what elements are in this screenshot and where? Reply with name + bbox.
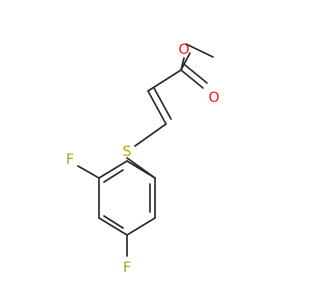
ring-double-inner-2 (103, 215, 124, 229)
atom-fluorine-ortho: F (66, 152, 74, 168)
bond-alkene-b (153, 87, 172, 120)
bond-alkene-a (147, 90, 167, 125)
ring-double-inner-3 (103, 169, 124, 183)
bond-layer (77, 43, 214, 257)
bond-methyl-oxygen (185, 43, 214, 58)
bond-carbonyl-double-a (180, 69, 204, 89)
bond-alkene-sulfur (134, 123, 167, 147)
bond-carbonyl-double-b (184, 64, 208, 84)
ring-bond-5 (98, 160, 128, 179)
bond-ring-f-ortho (77, 165, 100, 179)
ring-bond-6 (126, 160, 156, 179)
atom-labels: O O S F F (66, 42, 220, 276)
atom-o-carbonyl: O (208, 90, 219, 106)
bond-carbonyl-alpha (147, 69, 182, 92)
structure-canvas: O O S F F (66, 42, 220, 276)
atom-sulfur: S (123, 144, 132, 160)
molecule-structure: O O S F F (66, 42, 220, 276)
atom-o-methoxy: O (178, 42, 189, 58)
ring-bond-3 (98, 217, 128, 236)
bond-oxygen-carbonyl-link (180, 52, 191, 71)
atom-fluorine-para: F (123, 260, 131, 276)
ring-bond-2 (126, 217, 156, 236)
